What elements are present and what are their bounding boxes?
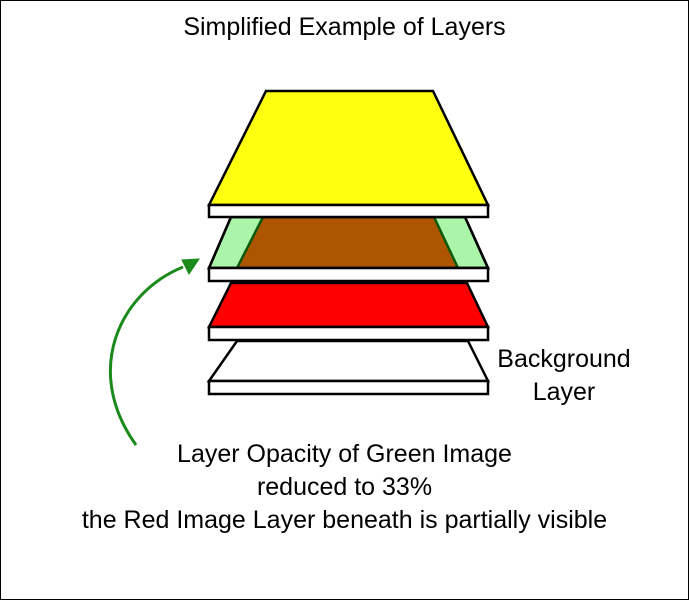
background-layer-edge bbox=[207, 379, 490, 396]
arrow-head-icon bbox=[181, 258, 200, 275]
diagram-title: Simplified Example of Layers bbox=[183, 13, 506, 41]
background-layer bbox=[206, 339, 491, 396]
red-layer bbox=[206, 281, 490, 342]
yellow-layer bbox=[206, 89, 490, 219]
green-layer-edge bbox=[207, 266, 490, 283]
background-layer-top bbox=[206, 339, 491, 383]
annotation-line2: reduced to 33% bbox=[256, 473, 433, 501]
background-label-line1: Background bbox=[497, 345, 631, 373]
background-layer-label: Background Layer bbox=[479, 343, 649, 409]
yellow-layer-edge bbox=[207, 203, 490, 219]
red-layer-edge bbox=[207, 325, 490, 342]
yellow-layer-top bbox=[206, 89, 490, 207]
red-layer-top bbox=[206, 281, 490, 329]
arrow-curve bbox=[109, 265, 184, 446]
annotation-text: Layer Opacity of Green Image reduced to … bbox=[11, 438, 678, 537]
green-layer bbox=[207, 215, 490, 283]
annotation-arrow bbox=[109, 258, 200, 446]
annotation-line1: Layer Opacity of Green Image bbox=[177, 440, 512, 468]
green-layer-overlap bbox=[234, 215, 460, 270]
background-label-line2: Layer bbox=[532, 378, 596, 406]
annotation-line3: the Red Image Layer beneath is partially… bbox=[81, 506, 608, 534]
